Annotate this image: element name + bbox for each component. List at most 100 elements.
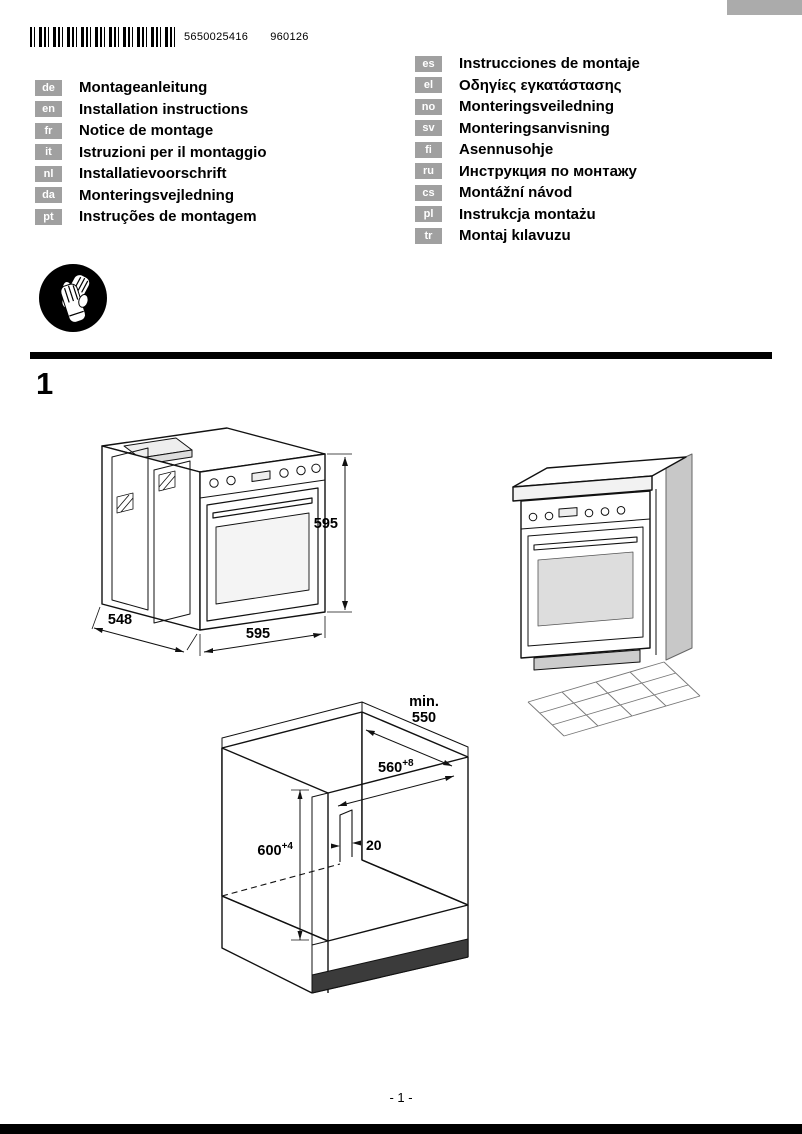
language-title: Instruções de montagem bbox=[79, 208, 257, 226]
language-row: fr Notice de montage bbox=[35, 120, 267, 142]
installed-control-edge bbox=[520, 518, 651, 530]
language-row: fi Asennusohje bbox=[415, 139, 640, 161]
language-code-badge: de bbox=[35, 79, 62, 96]
language-code-badge: ru bbox=[415, 163, 442, 180]
oven-door-handle bbox=[212, 497, 313, 519]
dimension-depth bbox=[91, 606, 198, 653]
oven-side-panel-1 bbox=[111, 447, 149, 611]
corner-mark bbox=[727, 0, 802, 15]
dimension-niche-height bbox=[291, 789, 309, 941]
installed-knob bbox=[544, 511, 554, 521]
barcode-block: 5650025416 960126 bbox=[30, 27, 309, 47]
print-code: 960126 bbox=[270, 31, 309, 43]
dimension-niche-depth bbox=[365, 729, 453, 767]
oven-knob bbox=[311, 463, 321, 473]
side-hatch-1 bbox=[116, 492, 134, 514]
language-code-badge: pt bbox=[35, 208, 62, 225]
language-row: nl Installatievoorschrift bbox=[35, 163, 267, 185]
language-row: ru Инструкция по монтажу bbox=[415, 161, 640, 183]
wall bbox=[665, 453, 693, 661]
footer-bar bbox=[0, 1124, 802, 1134]
language-row: cs Montážní návod bbox=[415, 182, 640, 204]
language-code-badge: tr bbox=[415, 227, 442, 244]
dim-rear-gap: 20 bbox=[366, 837, 382, 853]
barcode-icon bbox=[30, 27, 178, 47]
oven-knob bbox=[209, 478, 219, 488]
installed-knob bbox=[600, 507, 610, 516]
installed-door-handle bbox=[533, 536, 638, 551]
dimension-width bbox=[199, 616, 326, 656]
installed-door bbox=[527, 526, 644, 647]
installation-niche-drawing: min. 550 560+8 600+4 20 bbox=[221, 694, 469, 994]
oven-knob bbox=[296, 465, 306, 476]
installed-plinth bbox=[533, 649, 641, 671]
language-code-badge: es bbox=[415, 55, 442, 72]
dimension-rear-gap bbox=[331, 840, 361, 849]
side-hatch-2 bbox=[158, 470, 176, 492]
language-code-badge: en bbox=[35, 101, 62, 118]
language-title: Monteringsanvisning bbox=[459, 119, 610, 137]
language-title: Installatievoorschrift bbox=[79, 165, 227, 183]
language-title: Monteringsveiledning bbox=[459, 98, 615, 116]
installed-door-glass bbox=[537, 551, 634, 627]
language-title: Инструкция по монтажу bbox=[459, 162, 637, 180]
dim-niche-depth-prefix: min. bbox=[409, 694, 439, 710]
installed-display bbox=[558, 507, 578, 518]
oven-door bbox=[206, 487, 319, 622]
language-code-badge: fi bbox=[415, 141, 442, 158]
language-row: pl Instrukcja montażu bbox=[415, 204, 640, 226]
language-row: es Instrucciones de montaje bbox=[415, 53, 640, 75]
language-title: Montageanleitung bbox=[79, 79, 208, 97]
dimension-height bbox=[327, 453, 352, 613]
dim-niche-height: 600+4 bbox=[257, 841, 293, 859]
oven-door-glass bbox=[215, 512, 310, 605]
language-code-badge: fr bbox=[35, 122, 62, 139]
rear-step bbox=[339, 809, 353, 862]
installed-knob bbox=[528, 512, 538, 522]
language-title: Notice de montage bbox=[79, 122, 214, 140]
dim-niche-depth: 550 bbox=[412, 710, 436, 726]
language-row: tr Montaj kılavuzu bbox=[415, 225, 640, 247]
language-title: Monteringsvejledning bbox=[79, 186, 235, 204]
plinth-toe-kick bbox=[311, 938, 469, 994]
language-title: Instrucciones de montaje bbox=[459, 55, 640, 73]
language-title: Asennusohje bbox=[459, 141, 554, 159]
built-in-oven-drawing bbox=[512, 453, 701, 737]
language-title: Instrukcja montażu bbox=[459, 205, 596, 223]
language-row: pt Instruções de montagem bbox=[35, 206, 267, 228]
barcode-number: 5650025416 bbox=[184, 31, 249, 43]
language-code-badge: it bbox=[35, 144, 62, 161]
control-panel-edge bbox=[199, 479, 326, 499]
dimension-niche-width bbox=[337, 775, 455, 807]
gloves-icon bbox=[37, 262, 109, 339]
niche-right-panel bbox=[361, 711, 469, 906]
language-list-left: de Montageanleitung en Installation instru… bbox=[35, 77, 267, 228]
language-title: Installation instructions bbox=[79, 100, 249, 118]
page-number: - 1 - bbox=[389, 1090, 413, 1105]
language-code-badge: pl bbox=[415, 206, 442, 223]
language-title: Montážní návod bbox=[459, 184, 573, 202]
installed-knob bbox=[584, 508, 594, 518]
language-code-badge: cs bbox=[415, 184, 442, 201]
language-row: en Installation instructions bbox=[35, 99, 267, 121]
dim-oven-depth: 548 bbox=[108, 612, 132, 628]
language-row: de Montageanleitung bbox=[35, 77, 267, 99]
oven-display bbox=[251, 470, 271, 482]
language-row: it Istruzioni per il montaggio bbox=[35, 142, 267, 164]
language-title: Οδηγίες εγκατάστασης bbox=[459, 76, 622, 94]
language-code-badge: nl bbox=[35, 165, 62, 182]
oven-knob bbox=[279, 468, 289, 478]
dim-oven-height: 595 bbox=[314, 516, 338, 532]
language-title: Montaj kılavuzu bbox=[459, 227, 571, 245]
oven-side-panel-2 bbox=[153, 460, 191, 624]
section-divider-bar bbox=[30, 352, 772, 359]
language-title: Istruzioni per il montaggio bbox=[79, 143, 267, 161]
niche-floor-hidden-edge bbox=[221, 863, 341, 897]
oven-knob bbox=[226, 475, 236, 486]
